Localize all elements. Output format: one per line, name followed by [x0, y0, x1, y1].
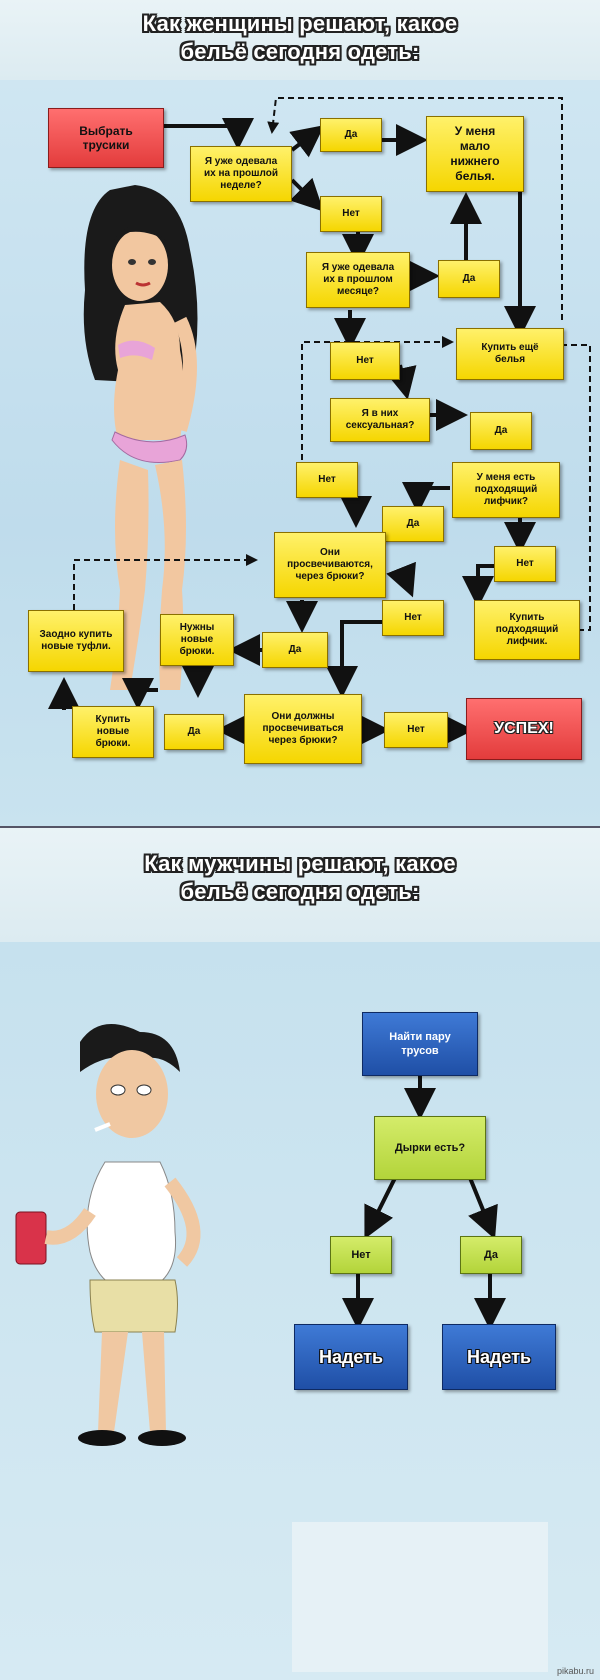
- node-yes-3: Да: [470, 412, 532, 450]
- node-worn-last-week: Я уже одевала их на прошлой неделе?: [190, 146, 292, 202]
- men-title: Как мужчины решают, какое бельё сегодня …: [144, 851, 456, 904]
- node-yes-6: Да: [164, 714, 224, 750]
- node-no-2: Нет: [330, 342, 400, 380]
- node-choose-panties: Выбрать трусики: [48, 108, 164, 168]
- node-success: УСПЕХ!: [466, 698, 582, 760]
- node-no-1: Нет: [320, 196, 382, 232]
- node-yes-4: Да: [382, 506, 444, 542]
- node-yes-5: Да: [262, 632, 328, 668]
- node-yes-2: Да: [438, 260, 500, 298]
- node-buy-pants: Купить новые брюки.: [72, 706, 154, 758]
- node-wear-1: Надеть: [294, 1324, 408, 1390]
- node-am-i-sexy: Я в них сексуальная?: [330, 398, 430, 442]
- node-no-4: Нет: [494, 546, 556, 582]
- node-yes: Да: [460, 1236, 522, 1274]
- women-flowchart-panel: Выбрать трусики Я уже одевала их на прош…: [0, 80, 600, 828]
- node-no: Нет: [330, 1236, 392, 1274]
- node-no-6: Нет: [384, 712, 448, 748]
- node-should-see-through: Они должны просвечиваться через брюки?: [244, 694, 362, 764]
- blank-area: [292, 1522, 548, 1672]
- node-need-pants: Нужны новые брюки.: [160, 614, 234, 666]
- node-no-3: Нет: [296, 462, 358, 498]
- men-flowchart-panel: Найти пару трусов Дырки есть? Нет Да Над…: [0, 942, 600, 1680]
- men-title-band: Как мужчины решают, какое бельё сегодня …: [0, 828, 600, 944]
- women-title: Как женщины решают, какое бельё сегодня …: [142, 11, 458, 64]
- node-wear-2: Надеть: [442, 1324, 556, 1390]
- node-see-through: Они просвечиваются, через брюки?: [274, 532, 386, 598]
- node-few-underwear: У меня мало нижнего белья.: [426, 116, 524, 192]
- node-no-5: Нет: [382, 600, 444, 636]
- node-yes-1: Да: [320, 118, 382, 152]
- women-title-band: Как женщины решают, какое бельё сегодня …: [0, 0, 600, 82]
- node-worn-last-month: Я уже одевала их в прошлом месяце?: [306, 252, 410, 308]
- node-buy-more: Купить ещё белья: [456, 328, 564, 380]
- watermark: pikabu.ru: [556, 1666, 594, 1676]
- node-buy-bra: Купить подходящий лифчик.: [474, 600, 580, 660]
- node-have-bra: У меня есть подходящий лифчик?: [452, 462, 560, 518]
- node-holes: Дырки есть?: [374, 1116, 486, 1180]
- node-buy-shoes: Заодно купить новые туфли.: [28, 610, 124, 672]
- man-illustration: [15, 1024, 201, 1446]
- node-find-pair: Найти пару трусов: [362, 1012, 478, 1076]
